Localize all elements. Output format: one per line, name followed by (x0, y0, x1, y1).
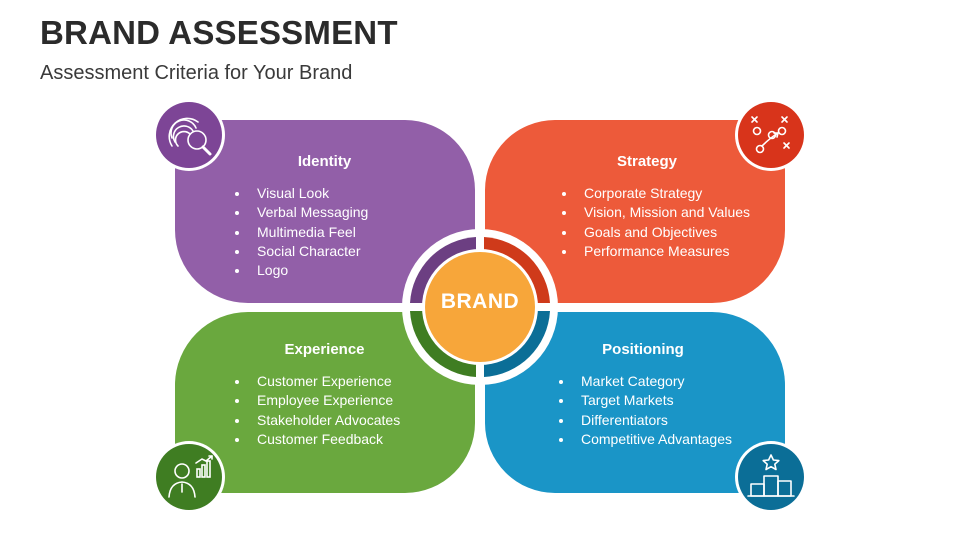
list-item: Logo (232, 261, 417, 280)
list-item: Customer Experience (232, 372, 417, 391)
panel-experience: Experience Customer Experience Employee … (232, 341, 417, 449)
panel-positioning-list: Market Category Target Markets Different… (556, 372, 756, 449)
list-item: Vision, Mission and Values (559, 203, 769, 222)
list-item: Visual Look (232, 184, 417, 203)
page-subtitle: Assessment Criteria for Your Brand (40, 62, 353, 84)
page-title: BRAND ASSESSMENT (40, 14, 398, 51)
panel-strategy-title: Strategy (616, 153, 678, 170)
panel-strategy-list: Corporate Strategy Vision, Mission and V… (559, 184, 769, 261)
panel-experience-list: Customer Experience Employee Experience … (232, 372, 417, 449)
game-plan-icon (735, 99, 807, 171)
list-item: Goals and Objectives (559, 223, 769, 242)
list-item: Market Category (556, 372, 756, 391)
panel-identity-list: Visual Look Verbal Messaging Multimedia … (232, 184, 417, 280)
panel-experience-shape (175, 312, 475, 493)
panel-strategy-shape (485, 120, 785, 303)
list-item: Target Markets (556, 391, 756, 410)
panel-experience-title: Experience (284, 341, 365, 358)
person-growth-chart-icon (153, 441, 225, 513)
center-brand-label: BRAND (440, 290, 520, 313)
list-item: Verbal Messaging (232, 203, 417, 222)
list-item: Employee Experience (232, 391, 417, 410)
panel-identity-title: Identity (297, 153, 352, 170)
list-item: Social Character (232, 242, 417, 261)
panel-strategy: Strategy Corporate Strategy Vision, Miss… (559, 153, 769, 261)
list-item: Differentiators (556, 411, 756, 430)
panel-positioning: Positioning Market Category Target Marke… (556, 341, 756, 449)
list-item: Corporate Strategy (559, 184, 769, 203)
panel-identity: Identity Visual Look Verbal Messaging Mu… (232, 153, 417, 280)
list-item: Multimedia Feel (232, 223, 417, 242)
center-brand-circle (425, 252, 535, 362)
list-item: Performance Measures (559, 242, 769, 261)
panel-positioning-shape (485, 312, 785, 493)
podium-star-icon (735, 441, 807, 513)
list-item: Stakeholder Advocates (232, 411, 417, 430)
fingerprint-search-icon (153, 99, 225, 171)
list-item: Customer Feedback (232, 430, 417, 449)
panel-positioning-title: Positioning (602, 341, 684, 358)
list-item: Competitive Advantages (556, 430, 756, 449)
panel-identity-shape (175, 120, 475, 303)
